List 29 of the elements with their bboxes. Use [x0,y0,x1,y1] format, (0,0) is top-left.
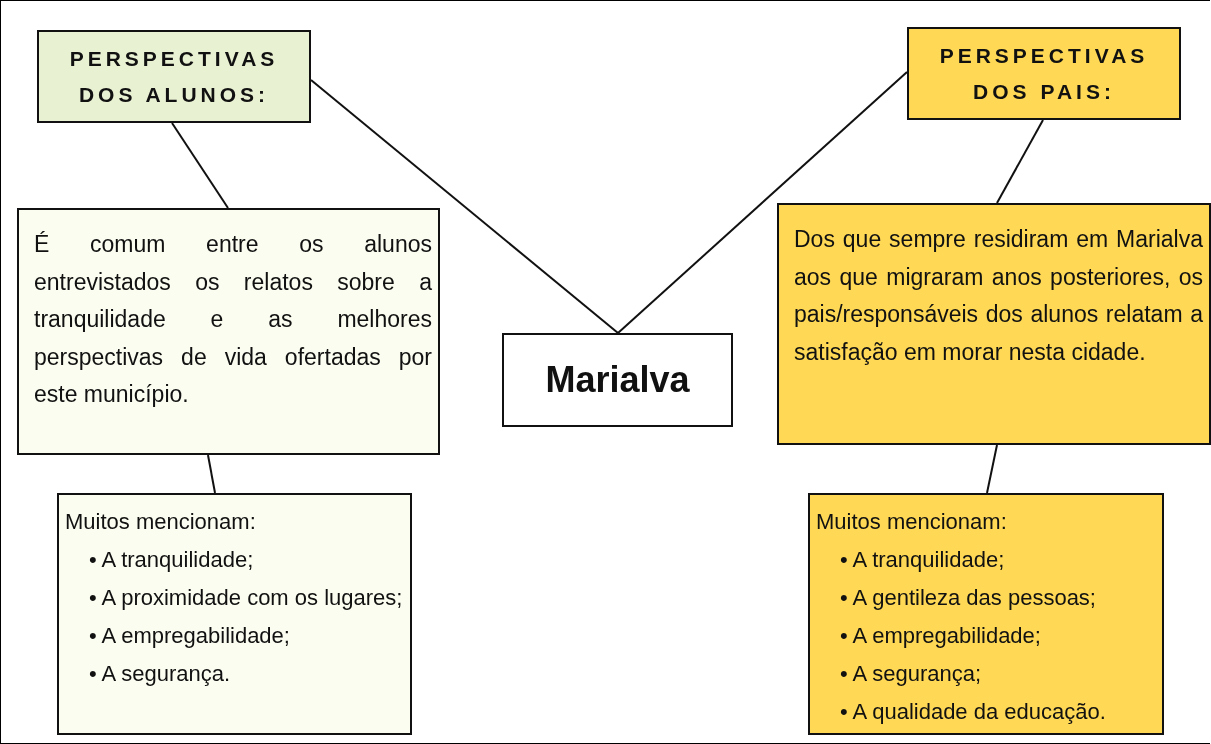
list-item: • A proximidade com os lugares; [89,584,404,612]
list-item: • A empregabilidade; [840,622,1042,650]
connector-line [310,79,619,334]
connector-line [986,444,998,494]
list-heading: Muitos mencionam: [816,508,1007,536]
heading-text: PERSPECTIVAS DOS ALUNOS: [68,45,280,108]
list-item: • A segurança. [89,660,232,688]
list-heading: Muitos mencionam: [65,508,256,536]
text-box [777,203,1211,445]
list-item: • A segurança; [840,660,983,688]
list-item: • A gentileza das pessoas; [840,584,1097,612]
paragraph: É comum entre os alunos entrevistados os relatos sobre a tranquilidade e as melhores perspectivas de vida ofertadas por este município. [34,230,432,409]
connector-line [207,454,216,494]
topic-text: Marialva [545,359,690,401]
topic-box [502,333,733,427]
connector-line [996,119,1044,204]
paragraph: Dos que sempre residiram em Marialva aos que migraram anos posteriores, os pais/responsáveis dos alunos relatam a satisfação em morar nesta cidade. [794,225,1203,367]
heading-text: PERSPECTIVAS DOS PAIS: [938,42,1150,105]
heading-box [37,30,311,123]
list-item: • A tranquilidade; [89,546,255,574]
text-box [17,208,440,455]
list-item: • A empregabilidade; [89,622,291,650]
list-box [57,493,412,735]
list-box [808,493,1164,735]
connector-line [617,71,908,334]
list-item: • A tranquilidade; [840,546,1006,574]
connector-line [171,122,229,209]
heading-box [907,27,1181,120]
list-item: • A qualidade da educação. [840,698,1107,726]
